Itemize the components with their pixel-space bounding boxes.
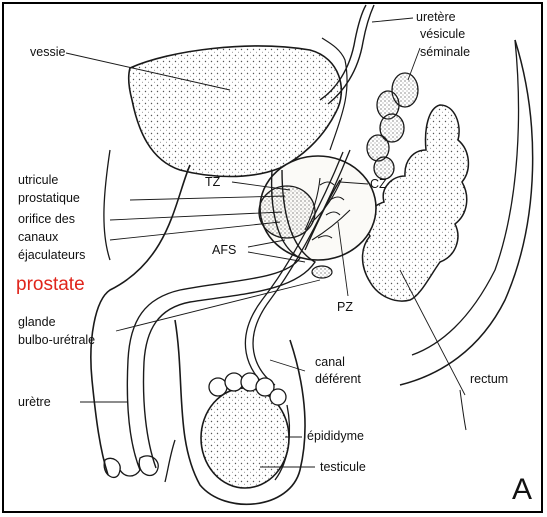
label-cz: CZ (370, 177, 387, 192)
label-vesicule-line1: vésicule (420, 27, 470, 42)
label-prostate: prostate (16, 274, 85, 296)
label-epididyme: épididyme (307, 429, 364, 444)
label-afs: AFS (212, 243, 236, 258)
label-uretere: uretère (416, 10, 456, 25)
anal-line (460, 390, 466, 430)
bulbourethral-gland (312, 266, 332, 278)
panel-label: A (512, 474, 532, 506)
label-pz: PZ (337, 300, 353, 315)
label-orifice-canaux: orifice des canaux éjaculateurs (18, 212, 85, 263)
label-vessie: vessie (30, 45, 65, 60)
label-uretre: urètre (18, 395, 51, 410)
label-glande-bulbo-uretrale: glande bulbo-urétrale (18, 315, 95, 348)
label-utricule-prostatique: utricule prostatique (18, 173, 80, 206)
label-orifice-line1: orifice des (18, 212, 85, 227)
label-canal-line1: canal (315, 355, 361, 370)
label-canal-deferent: canal déférent (315, 355, 361, 387)
label-rectum: rectum (470, 372, 508, 387)
label-utricule-line2: prostatique (18, 191, 80, 206)
penis-outline-2 (104, 150, 110, 260)
glans (104, 456, 158, 478)
label-orifice-line2: canaux (18, 230, 85, 245)
label-vesicule-seminale: vésicule séminale (420, 27, 470, 60)
label-vesicule-line2: séminale (420, 45, 470, 60)
label-testicule: testicule (320, 460, 366, 475)
label-glande-line2: bulbo-urétrale (18, 333, 95, 348)
label-tz: TZ (205, 175, 220, 190)
label-utricule-line1: utricule (18, 173, 80, 188)
penis-outline-3 (165, 440, 175, 482)
label-canal-line2: déférent (315, 372, 361, 387)
label-glande-line1: glande (18, 315, 95, 330)
label-orifice-line3: éjaculateurs (18, 248, 85, 263)
